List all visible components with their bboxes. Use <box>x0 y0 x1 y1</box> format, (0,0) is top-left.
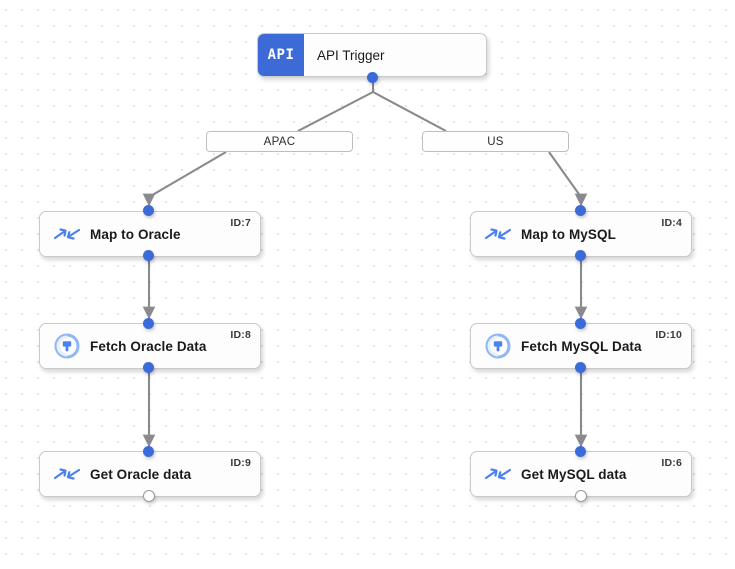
node-api-trigger[interactable]: API API Trigger <box>257 33 487 77</box>
node-title: Fetch Oracle Data <box>90 338 207 354</box>
branch-label-us[interactable]: US <box>422 131 569 152</box>
port-input-get-oracle-data[interactable] <box>143 446 154 457</box>
port-input-fetch-mysql-data[interactable] <box>575 318 586 329</box>
port-output-get-mysql-data[interactable] <box>575 490 587 502</box>
port-input-map-to-oracle[interactable] <box>143 205 154 216</box>
node-title: Map to MySQL <box>521 226 616 242</box>
map-arrows-icon <box>52 219 82 249</box>
node-title: Get MySQL data <box>521 466 627 482</box>
api-badge-text: API <box>267 47 295 63</box>
edge-apac-to-map-oracle <box>142 151 227 207</box>
port-output-api-trigger[interactable] <box>367 72 378 83</box>
node-id-badge: ID:4 <box>661 217 682 229</box>
branch-label-apac[interactable]: APAC <box>206 131 353 152</box>
node-id-badge: ID:7 <box>230 217 251 229</box>
port-output-get-oracle-data[interactable] <box>143 490 155 502</box>
edge-trigger-to-apac <box>297 91 374 132</box>
api-badge-icon: API <box>258 34 304 76</box>
port-input-map-to-mysql[interactable] <box>575 205 586 216</box>
node-id-badge: ID:9 <box>230 457 251 469</box>
port-input-fetch-oracle-data[interactable] <box>143 318 154 329</box>
port-output-fetch-mysql-data[interactable] <box>575 362 586 373</box>
node-title: Fetch MySQL Data <box>521 338 642 354</box>
node-title: Map to Oracle <box>90 226 181 242</box>
database-plug-icon <box>483 331 513 361</box>
database-plug-icon <box>52 331 82 361</box>
edge-trigger-to-us <box>372 91 447 132</box>
map-arrows-icon <box>52 459 82 489</box>
node-id-badge: ID:6 <box>661 457 682 469</box>
edge-us-to-map-mysql <box>548 151 588 207</box>
node-id-badge: ID:10 <box>655 329 682 341</box>
port-output-fetch-oracle-data[interactable] <box>143 362 154 373</box>
node-title: API Trigger <box>317 47 385 63</box>
node-id-badge: ID:8 <box>230 329 251 341</box>
map-arrows-icon <box>483 219 513 249</box>
node-title: Get Oracle data <box>90 466 192 482</box>
map-arrows-icon <box>483 459 513 489</box>
branch-label-text: US <box>487 135 504 148</box>
port-output-map-to-mysql[interactable] <box>575 250 586 261</box>
branch-label-text: APAC <box>263 135 296 148</box>
port-input-get-mysql-data[interactable] <box>575 446 586 457</box>
port-output-map-to-oracle[interactable] <box>143 250 154 261</box>
